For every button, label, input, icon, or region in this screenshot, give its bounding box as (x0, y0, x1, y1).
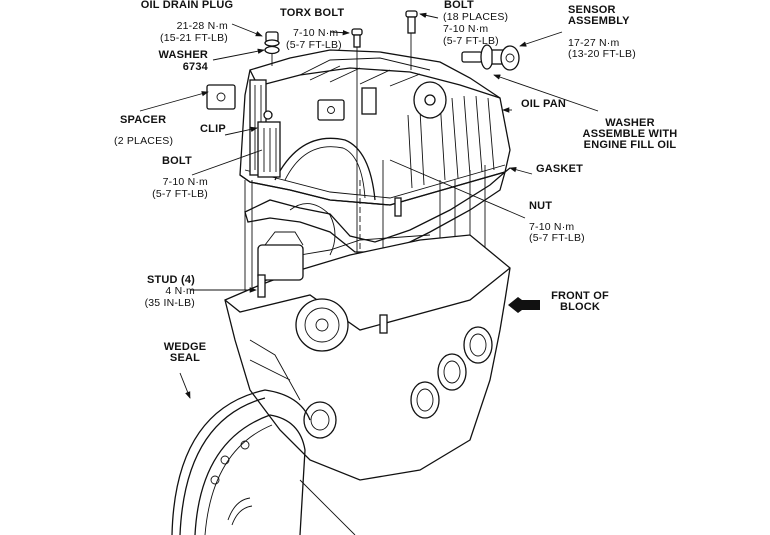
torx-bolt-torque-nm: 7-10 N·m (293, 27, 339, 39)
bolt-18-torque-nm: 7-10 N·m (443, 23, 489, 35)
sensor-assembly-label-2: ASSEMBLY (568, 15, 630, 27)
torx-bolt-torque-ftlb: (5-7 FT-LB) (286, 39, 342, 51)
oil-pan-label: OIL PAN (521, 98, 566, 110)
sensor-torque-ftlb: (13-20 FT-LB) (568, 48, 636, 60)
wedge-seal-label-1: WEDGE (163, 341, 207, 353)
bolt-torque-ftlb: (5-7 FT-LB) (152, 188, 208, 200)
sensor-assembly (461, 44, 520, 71)
bolt-18-torque-ftlb: (5-7 FT-LB) (443, 35, 499, 47)
nut-torque-ftlb: (5-7 FT-LB) (529, 232, 585, 244)
clip (257, 110, 281, 178)
sensor-torque-nm: 17-27 N·m (568, 37, 620, 49)
bolt-18-places: (18 PLACES) (443, 11, 509, 23)
gasket-label: GASKET (536, 163, 584, 175)
spacer-places: (2 PLACES) (114, 135, 174, 147)
oil-drain-plug-torque-nm: 21-28 N·m (176, 20, 228, 32)
stud-torque-nm: 4 N·m (165, 285, 195, 297)
oil-drain-plug (264, 31, 280, 66)
bolt-label: BOLT (162, 155, 192, 167)
nut-torque-nm: 7-10 N·m (529, 221, 575, 233)
nut-label: NUT (529, 200, 553, 212)
stud-label: STUD (4) (146, 274, 195, 286)
washer-assemble-label-2: ASSEMBLE WITH (582, 128, 678, 140)
wedge-seal-flywheel (171, 389, 356, 535)
sensor-assembly-label-1: SENSOR (568, 4, 616, 16)
front-of-block-label-1: FRONT OF (551, 290, 609, 302)
front-of-block-label-2: BLOCK (559, 301, 601, 313)
washer-assemble-label-3: ENGINE FILL OIL (583, 139, 677, 151)
washer-assemble-label-1: WASHER (605, 117, 655, 129)
washer-part-number: 6734 (182, 61, 208, 73)
torx-bolt-label: TORX BOLT (280, 7, 345, 19)
front-arrow-icon (508, 297, 540, 313)
clip-label: CLIP (200, 123, 226, 135)
engine-block (224, 197, 511, 481)
oil-drain-plug-torque-ftlb: (15-21 FT-LB) (160, 32, 228, 44)
oil-drain-plug-label: OIL DRAIN PLUG (140, 0, 234, 11)
spacer (206, 84, 236, 110)
spacer-label: SPACER (120, 114, 167, 126)
wedge-seal-label-2: SEAL (169, 352, 201, 364)
bolt-18-label: BOLT (444, 0, 474, 11)
bolt-torque-nm: 7-10 N·m (162, 176, 208, 188)
pan-bolt (405, 10, 418, 70)
washer-label: WASHER (158, 49, 208, 61)
stud-torque-inlb: (35 IN-LB) (144, 297, 195, 309)
gasket (244, 170, 507, 256)
leader-lines (139, 12, 599, 399)
